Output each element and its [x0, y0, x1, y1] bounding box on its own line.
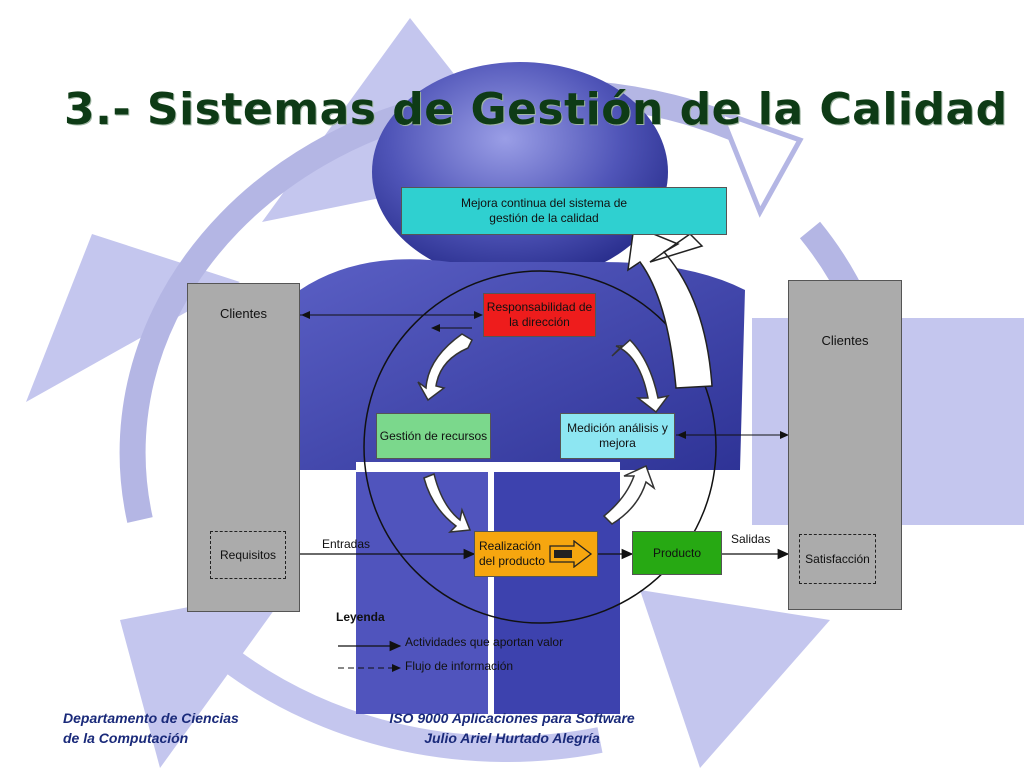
- legend-title: Leyenda: [336, 610, 385, 624]
- bg-triangle-bottom-right: [640, 590, 830, 768]
- legend-valor-label: Actividades que aportan valor: [405, 635, 564, 649]
- cycle-arrow-bottom-left: [423, 472, 472, 533]
- bg-cycle-arc-3: [222, 649, 603, 763]
- footer-department: Departamento de Ciencias de la Computaci…: [63, 708, 239, 748]
- producto-box: Producto: [632, 531, 722, 575]
- improvement-arrow: [627, 224, 713, 389]
- bg-cycle-arc: [119, 79, 787, 523]
- clientes-right-box: Clientes: [788, 280, 902, 610]
- salidas-label: Salidas: [731, 532, 771, 546]
- satisfaccion-box: Satisfacción: [799, 534, 876, 584]
- person-body: [356, 470, 490, 714]
- responsabilidad-direccion-box: Responsabilidad de la dirección: [483, 293, 596, 337]
- footer-course-line2: Julio Ariel Hurtado Alegría: [424, 730, 600, 746]
- page-title: 3.- Sistemas de Gestión de la Calidad: [64, 84, 1008, 135]
- footer-department-line2: de la Computación: [63, 730, 189, 746]
- medicion-analisis-box: Medición análisis y mejora: [560, 413, 675, 459]
- legend-flujo-label: Flujo de información: [405, 659, 514, 673]
- clientes-left-box: Clientes: [187, 283, 300, 612]
- gestion-recursos-box: Gestión de recursos: [376, 413, 491, 459]
- footer-course-line1: ISO 9000 Aplicaciones para Software: [389, 710, 635, 726]
- requisitos-box: Requisitos: [210, 531, 286, 579]
- cycle-arrow-bottom-right: [602, 464, 656, 525]
- realizacion-arrow-icon: [549, 540, 593, 568]
- person-belt: [356, 462, 620, 472]
- entradas-label: Entradas: [322, 537, 371, 551]
- process-cycle-circle: [363, 270, 717, 624]
- person-split: [488, 470, 494, 714]
- footer-department-line1: Departamento de Ciencias: [63, 710, 239, 726]
- mejora-continua-box: Mejora continua del sistema de gestión d…: [401, 187, 727, 235]
- footer-course: ISO 9000 Aplicaciones para Software Juli…: [362, 708, 662, 748]
- bg-arrowhead: [715, 107, 804, 218]
- cycle-arrow-top-left: [417, 333, 473, 402]
- cycle-arrow-top-right: [611, 338, 670, 414]
- bg-triangle-bottom-left: [120, 588, 290, 768]
- person-body-right: [494, 470, 620, 714]
